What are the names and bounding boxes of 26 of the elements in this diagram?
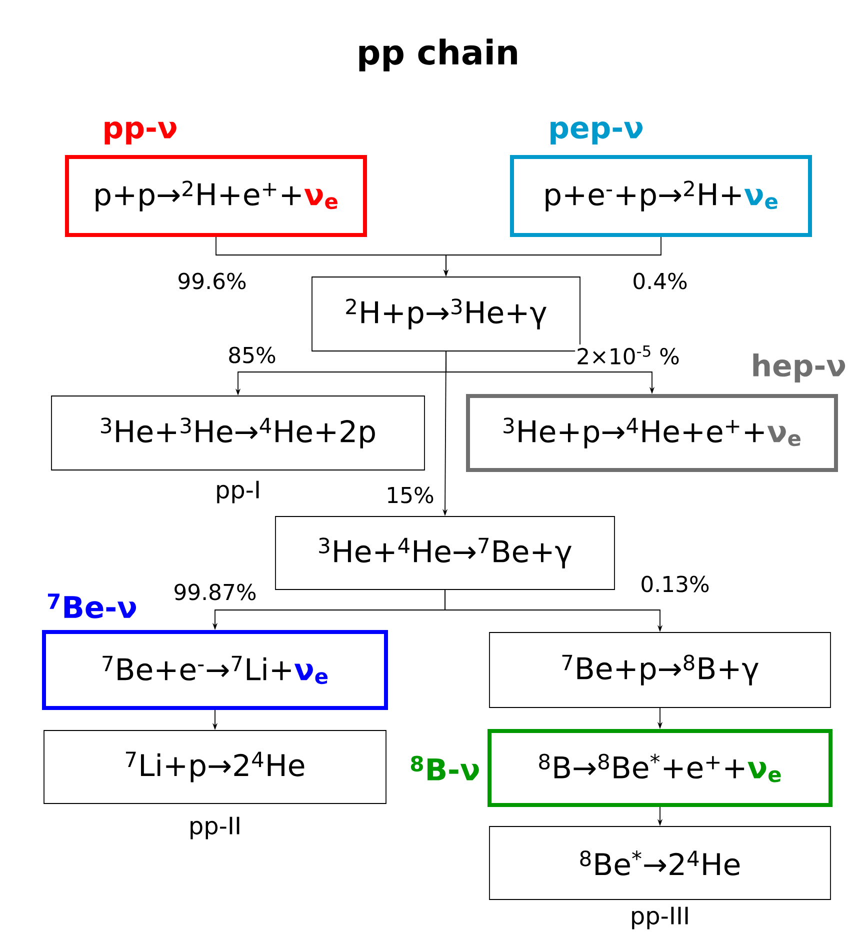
edge-label: 15%: [388, 486, 434, 504]
edge-label: 2×10$^{-5}$ %: [578, 346, 679, 364]
reaction-box: $^{8}$B→$^{8}$Be$^{*}$+e$^{+}$+ν$_{e}$: [488, 729, 832, 807]
reaction-box: p+e$^{-}$+p→$^{2}$H+ν$_{e}$: [510, 155, 812, 237]
reaction-box: $^{3}$He+$^{4}$He→$^{7}$Be+γ: [275, 516, 615, 590]
edge-label: 99.6%: [178, 272, 246, 290]
reaction-box: $^{7}$Be+e$^{-}$→$^{7}$Li+ν$_{e}$: [42, 630, 388, 710]
reaction-box: p+p→$^{2}$H+e$^{+}$+ν$_{e}$: [65, 155, 367, 237]
neutrino-label: pp-ν: [104, 122, 176, 144]
edge-label: 85%: [229, 346, 276, 364]
chain-label: pp-III: [632, 906, 688, 930]
reaction-box: $^{3}$He+p→$^{4}$He+e$^{+}$+ν$_{e}$: [466, 394, 838, 472]
chain-label: pp-I: [217, 480, 259, 504]
neutrino-label: $^{8}$B-ν: [410, 756, 479, 780]
neutrino-label: $^{7}$Be-ν: [48, 594, 136, 618]
neutrino-label: hep-ν: [753, 354, 846, 382]
edge-label: 99.87%: [174, 584, 256, 600]
reaction-box: $^{3}$He+$^{3}$He→$^{4}$He+2p: [51, 396, 425, 470]
reaction-box: $^{7}$Li+p→2$^{4}$He: [44, 730, 386, 804]
reaction-box: $^{8}$Be$^{*}$→2$^{4}$He: [489, 826, 831, 900]
chain-label: pp-II: [190, 816, 240, 840]
neutrino-label: pep-ν: [550, 122, 643, 144]
edge-label: 0.4%: [634, 272, 687, 290]
reaction-box: $^{7}$Be+p→$^{8}$B+γ: [489, 632, 831, 708]
title: pp chain: [359, 38, 517, 72]
edge-label: 0.13%: [642, 576, 709, 592]
